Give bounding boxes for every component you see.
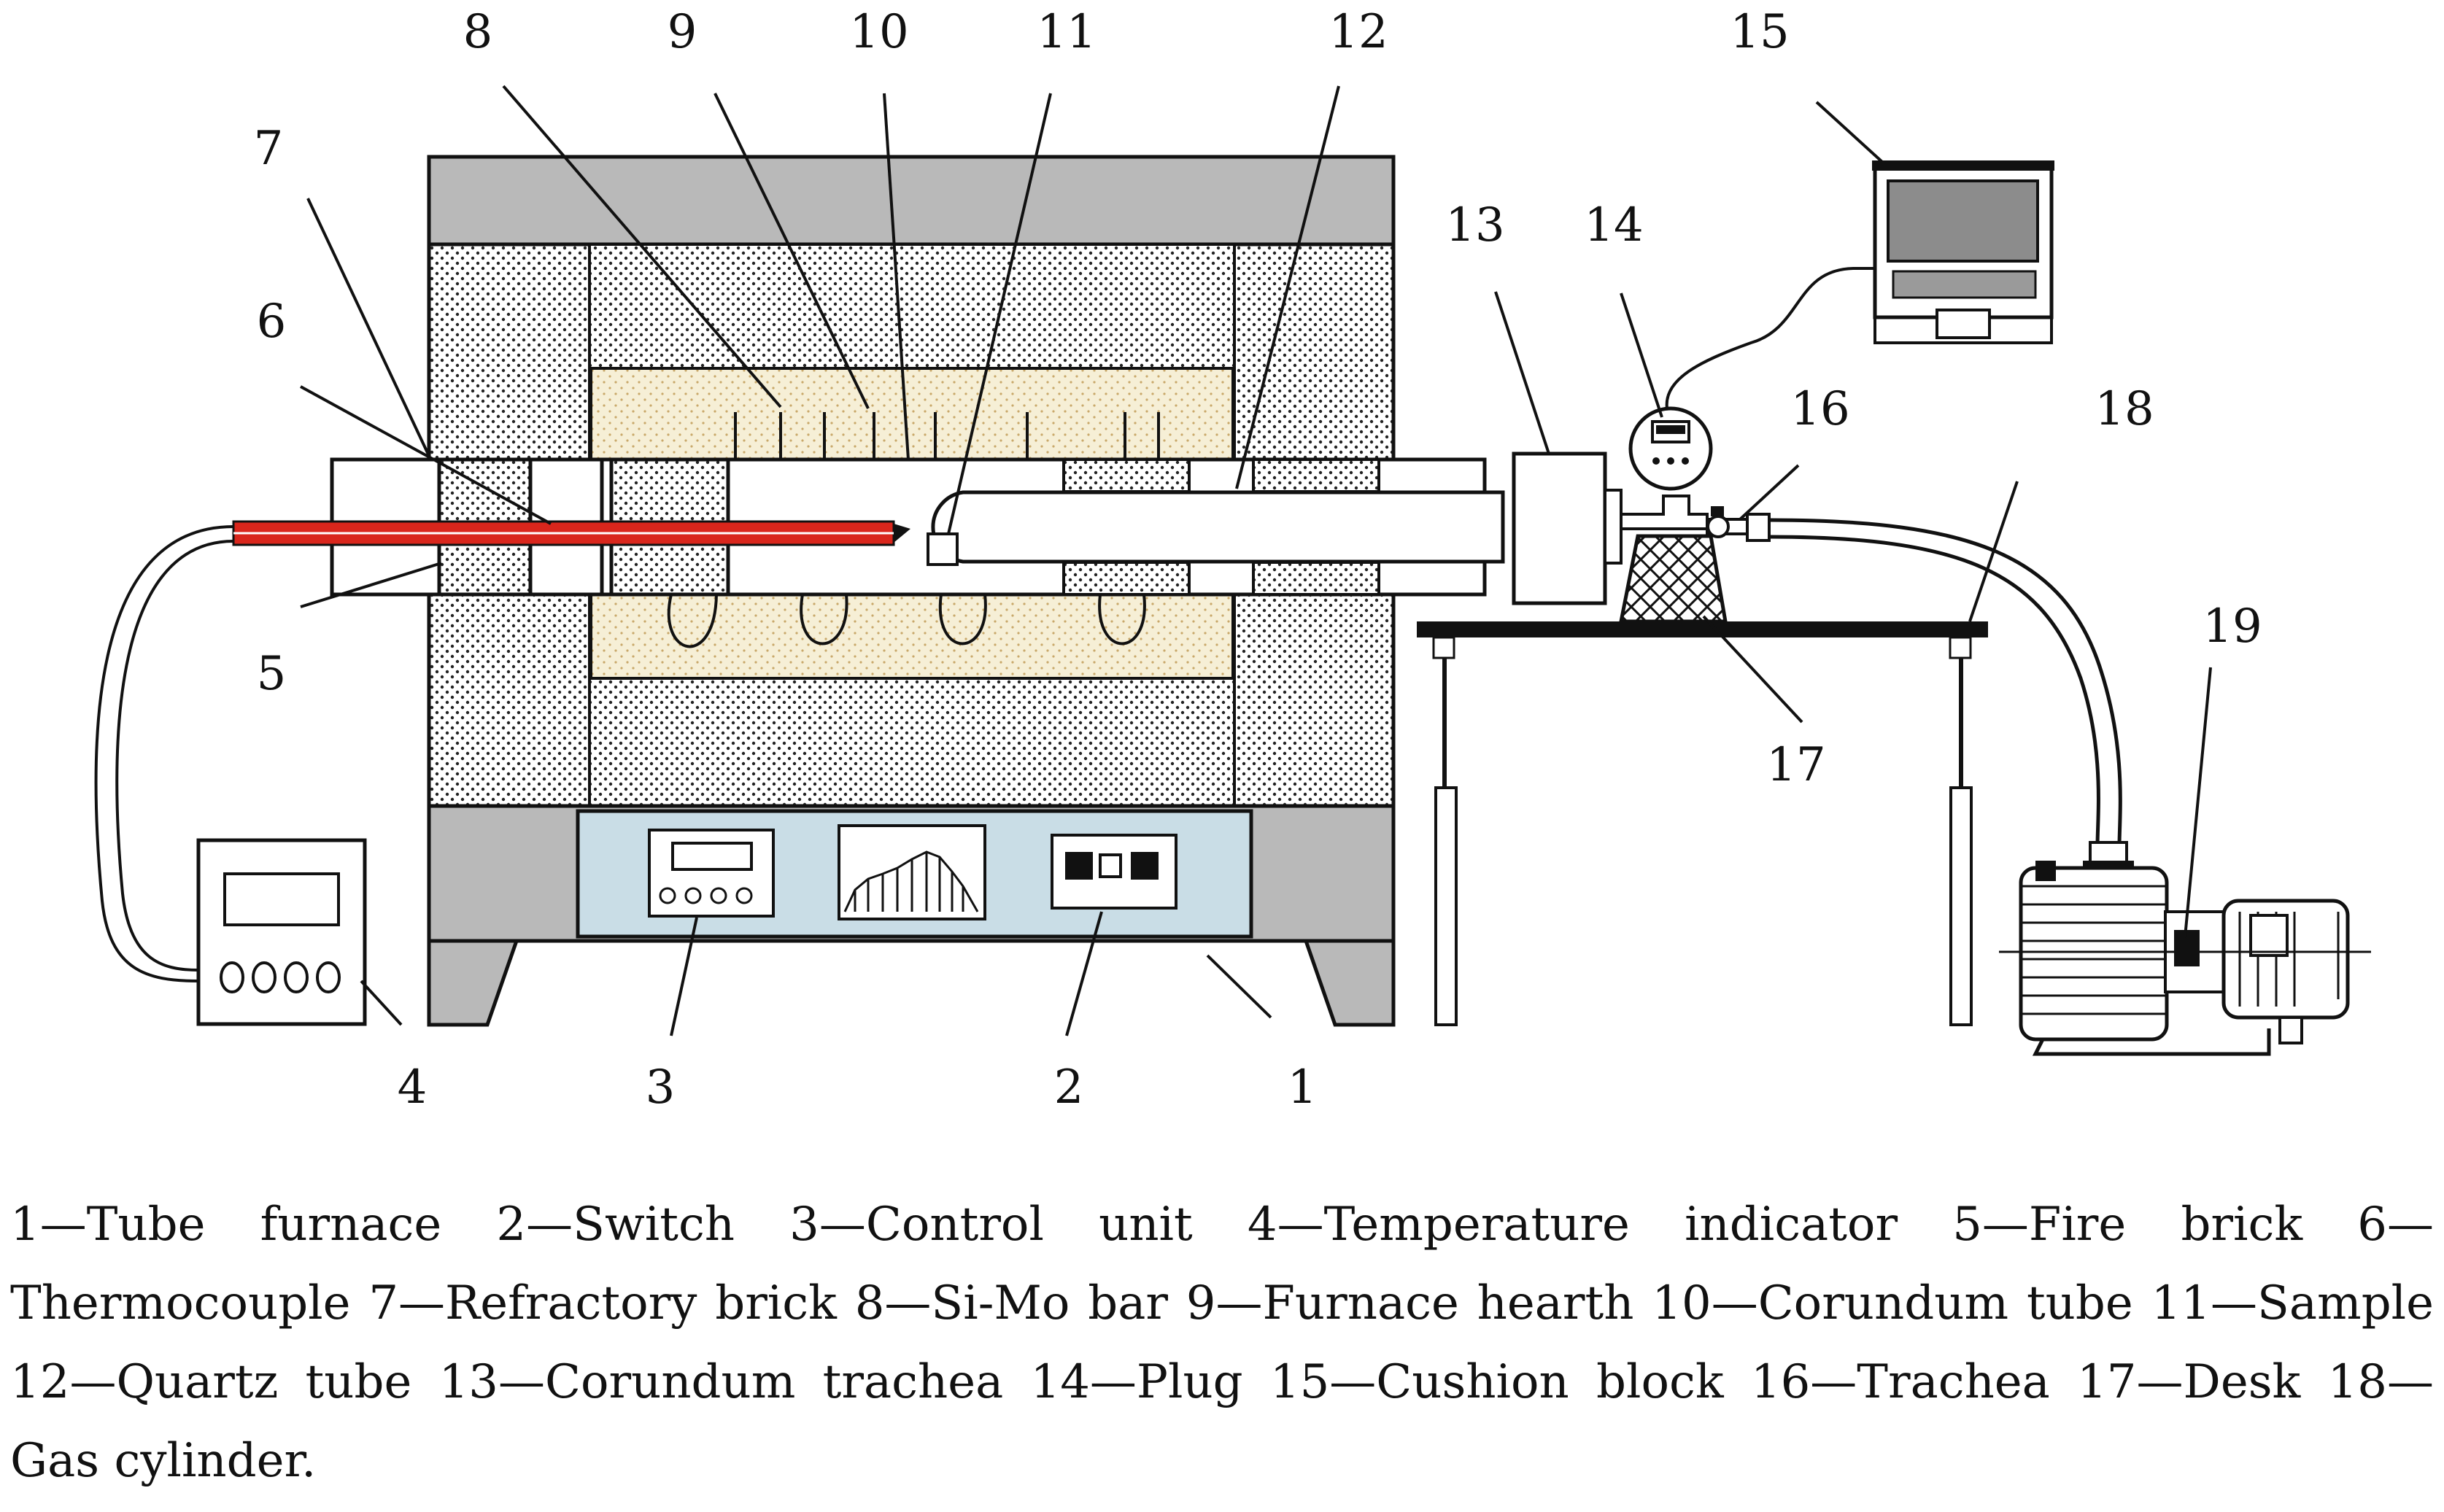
label-11: 11 [1037, 5, 1096, 59]
figure-caption: 1—Tube furnace 2—Switch 3—Control unit 4… [10, 1185, 2434, 1500]
caption-line-4: Gas cylinder. [10, 1434, 317, 1488]
valve [1706, 506, 1771, 542]
si-mo-bars [667, 412, 1160, 648]
label-15: 15 [1730, 5, 1789, 59]
switch [1051, 834, 1177, 910]
cushion-block [1618, 534, 1728, 624]
caption-line-1: 1—Tube furnace 2—Switch 3—Control unit 4… [10, 1198, 2434, 1252]
label-5: 5 [257, 647, 287, 701]
caption-line-3: 12—Quartz tube 13—Corundum trachea 14—Pl… [10, 1355, 2434, 1409]
label-7: 7 [254, 122, 284, 176]
label-1: 1 [1288, 1061, 1318, 1114]
plug-gauge [1620, 406, 1713, 530]
label-6: 6 [257, 295, 287, 349]
chart-display [838, 824, 986, 920]
label-8: 8 [463, 5, 493, 59]
laptop [1872, 160, 2054, 344]
label-4: 4 [398, 1061, 428, 1114]
label-2: 2 [1054, 1061, 1084, 1114]
label-12: 12 [1329, 5, 1388, 59]
label-14: 14 [1584, 198, 1643, 252]
sample [927, 532, 959, 566]
desk [1417, 621, 1988, 1026]
label-19: 19 [2203, 600, 2262, 654]
control-unit [648, 829, 775, 918]
caption-line-2: Thermocouple 7—Refractory brick 8—Si-Mo … [10, 1276, 2434, 1330]
experimental-setup-diagram: 1 2 3 4 5 6 7 8 9 10 11 12 13 14 15 16 1… [94, 5, 2371, 1114]
label-17: 17 [1766, 738, 1825, 792]
label-9: 9 [668, 5, 697, 59]
label-18: 18 [2095, 382, 2154, 436]
label-10: 10 [849, 5, 908, 59]
corundum-trachea [1512, 451, 1607, 605]
sample-tube [931, 490, 1505, 564]
label-16: 16 [1790, 382, 1849, 436]
label-13: 13 [1445, 198, 1504, 252]
vacuum-pump [1999, 841, 2371, 1056]
label-3: 3 [646, 1061, 676, 1114]
thermocouple [232, 520, 910, 546]
temperature-indicator [196, 838, 367, 1026]
